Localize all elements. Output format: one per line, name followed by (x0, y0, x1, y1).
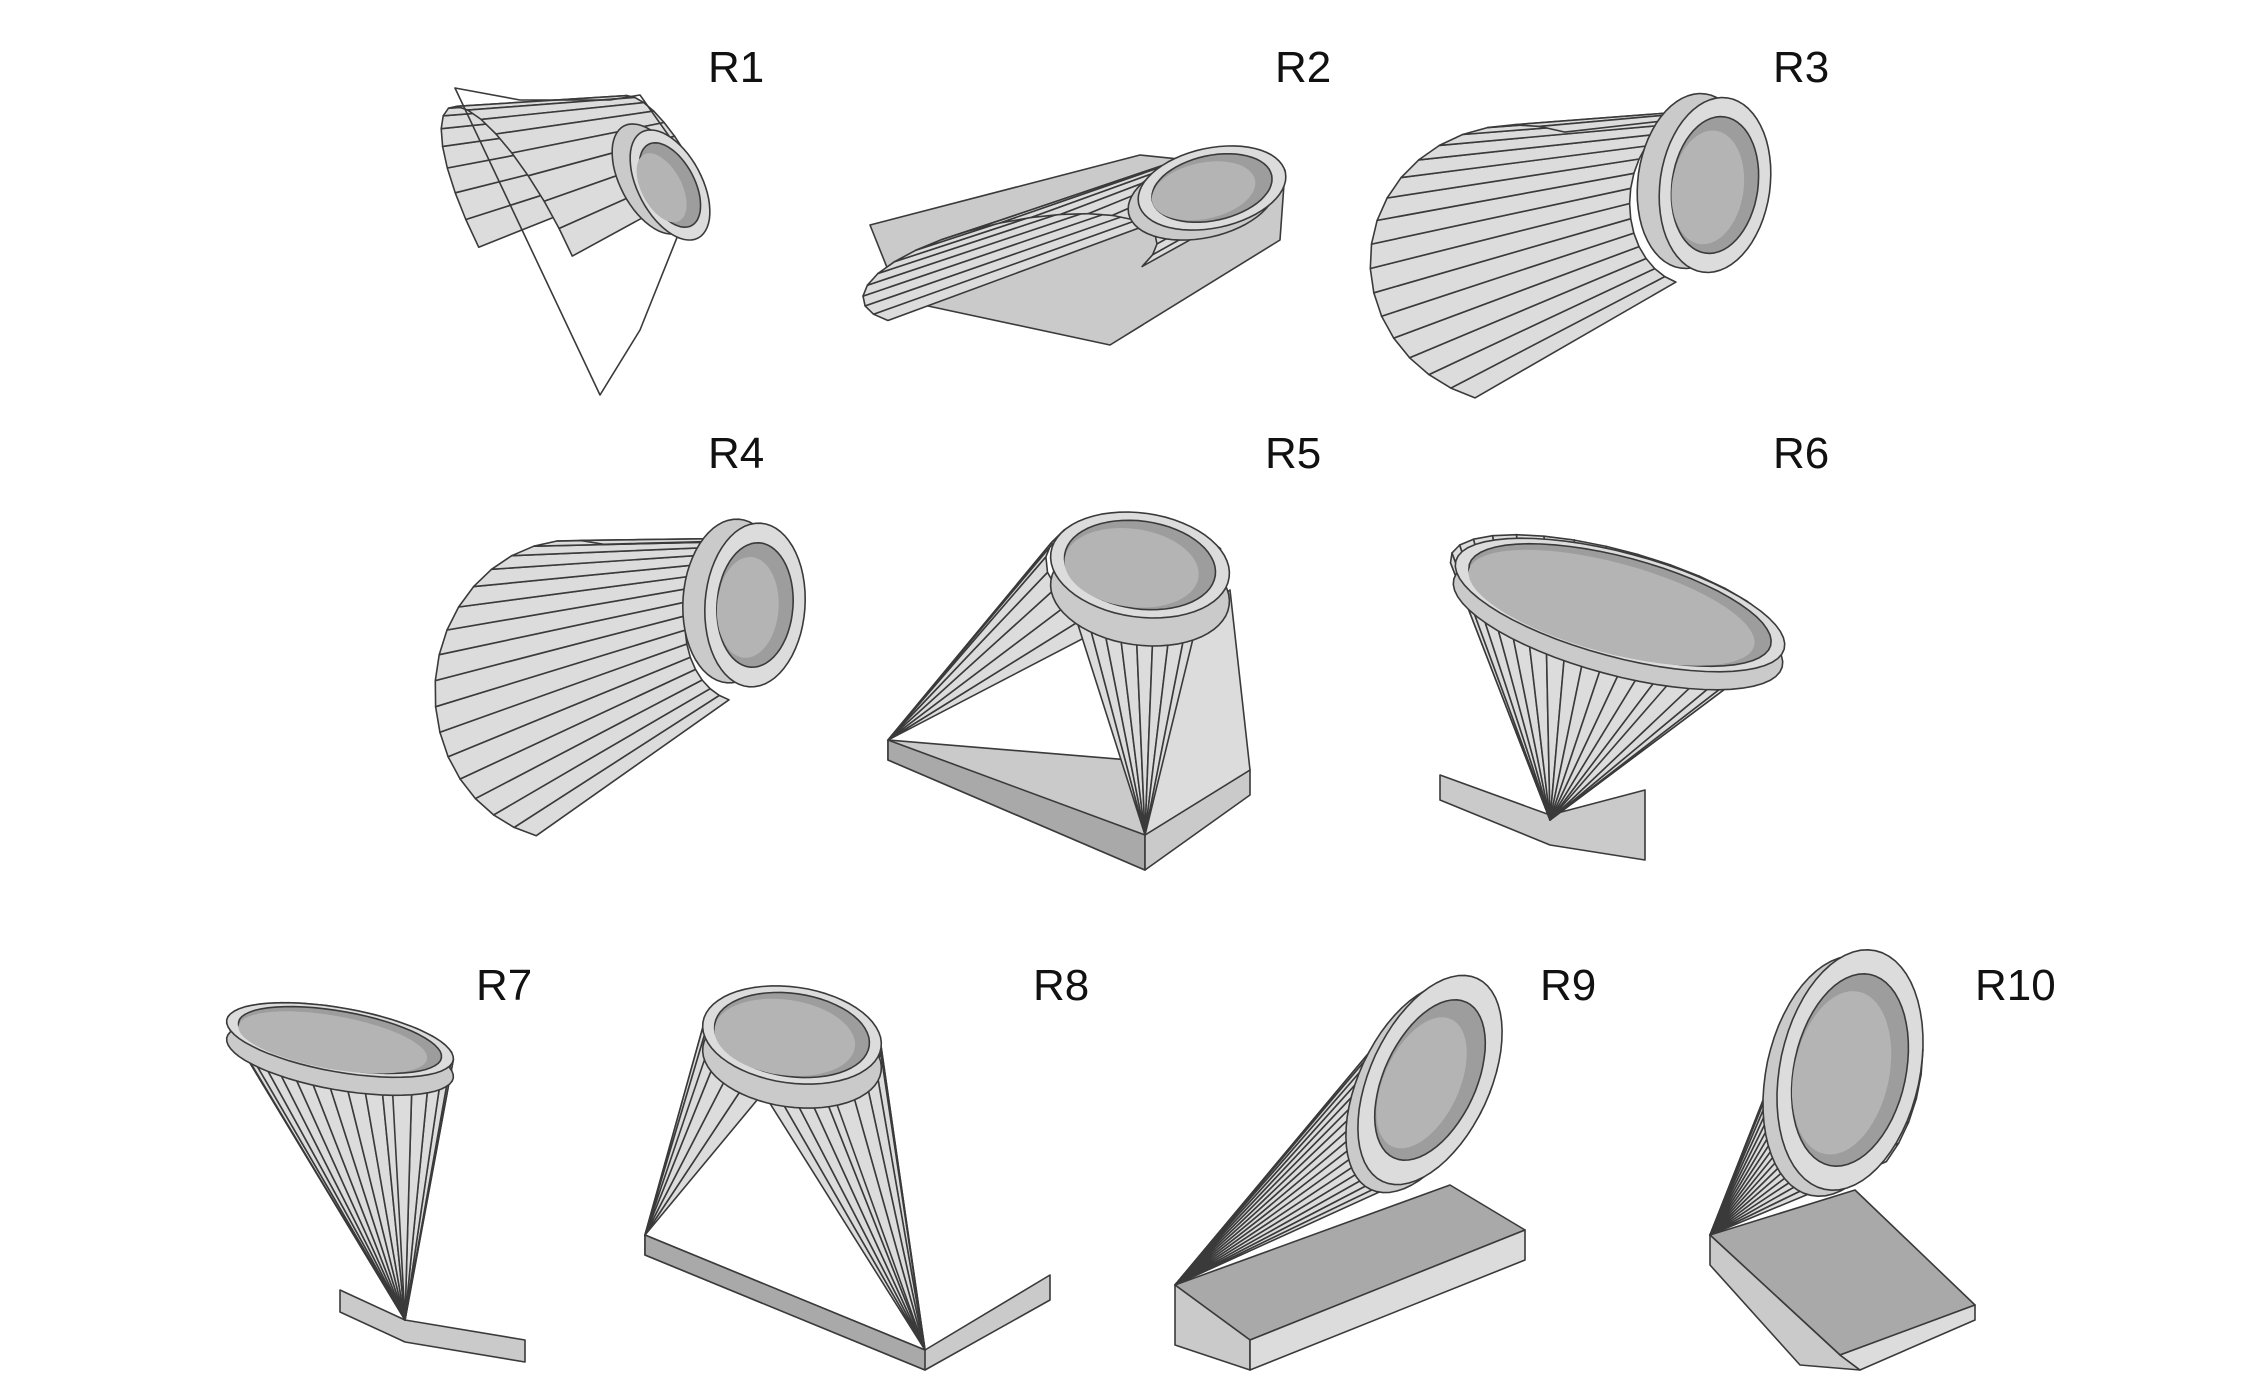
shape-r6 (1439, 533, 1786, 861)
r4-opening-shade (716, 557, 779, 658)
r7-opening-shade (238, 1011, 428, 1074)
r3-opening-shade (1671, 130, 1745, 245)
shape-r7 (225, 1001, 526, 1363)
r10-box-left (1709, 1234, 1861, 1371)
label-r3: R3 (1773, 43, 1829, 92)
r9-box-front (1249, 1229, 1526, 1371)
shape-r9 (1174, 974, 1526, 1371)
label-r7: R7 (476, 961, 532, 1010)
label-r10: R10 (1975, 961, 2056, 1010)
r10-box-front (1839, 1304, 1976, 1371)
r8-base-front (644, 1234, 926, 1371)
label-r8: R8 (1033, 961, 1089, 1010)
label-r5: R5 (1265, 429, 1321, 478)
r5-opening-shade (1064, 528, 1199, 608)
shape-r2 (862, 145, 1287, 346)
label-r6: R6 (1773, 429, 1829, 478)
r7-base (339, 1289, 526, 1363)
r8-opening-shade (714, 998, 856, 1076)
r2-opening-shade (1151, 161, 1256, 221)
r5-fan-face (887, 586, 1073, 741)
r1-opening-shade (636, 153, 687, 223)
shape-r8 (644, 985, 1051, 1371)
r6-opening-shade (1468, 549, 1755, 666)
r9-opening-shade (1376, 1017, 1467, 1149)
label-r9: R9 (1540, 961, 1596, 1010)
r8-base (644, 1234, 1051, 1371)
label-r4: R4 (708, 429, 764, 478)
label-r2: R2 (1275, 43, 1331, 92)
shape-r3 (1369, 92, 1772, 399)
label-r1: R1 (708, 43, 764, 92)
shape-r10 (1709, 948, 1976, 1371)
shape-r4 (434, 518, 807, 837)
shape-r5 (887, 511, 1251, 871)
r10-opening-shade (1792, 991, 1892, 1155)
shapes-layer (225, 87, 1976, 1371)
shape-r1 (440, 87, 711, 396)
